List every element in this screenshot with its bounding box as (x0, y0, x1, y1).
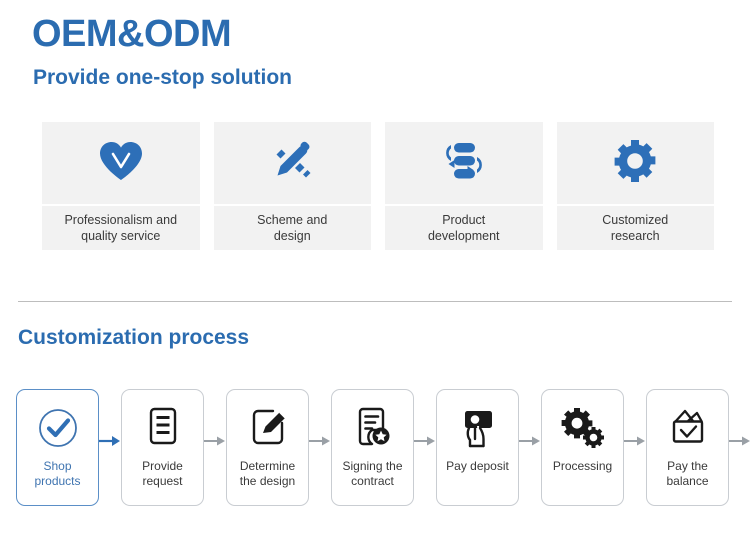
process-arrow-3 (309, 389, 331, 506)
feature-icon-container (213, 122, 371, 204)
step-label-line2: the design (239, 474, 296, 488)
process-section-title: Customization process (18, 326, 250, 349)
process-arrow-4 (414, 389, 436, 506)
step-label-line1: Processing (552, 459, 613, 473)
step-label-line2: balance (666, 474, 709, 488)
section-divider (18, 301, 732, 302)
feature-card-scheme-design[interactable]: Scheme and design (213, 122, 371, 250)
feature-label-container: Professionalism and quality service (42, 206, 200, 250)
feature-label-line1: Professionalism and (64, 213, 178, 227)
pen-pencil-cross-icon (269, 138, 315, 189)
page-title: OEM&ODM (32, 13, 232, 55)
feature-label-line1: Product (442, 213, 486, 227)
feature-card-customized-research[interactable]: Customized research (556, 122, 714, 250)
feature-label-line1: Customized (602, 213, 669, 227)
process-arrow-7 (729, 389, 750, 506)
process-step-provide-request[interactable]: Provide request (121, 389, 204, 506)
process-step-list: Shop products Provide request (16, 389, 750, 506)
feature-label-line2: development (427, 229, 500, 243)
feature-label-line2: research (610, 229, 660, 243)
step-label-line2: products (34, 474, 81, 488)
process-step-signing-contract[interactable]: Signing the contract (331, 389, 414, 506)
feature-label-container: Scheme and design (213, 206, 371, 250)
step-label-line2: request (142, 474, 183, 488)
process-step-pay-balance[interactable]: Pay the balance (646, 389, 729, 506)
feature-label-container: Product development (385, 206, 543, 250)
feature-icon-container (42, 122, 200, 204)
step-label-line1: Shop (43, 459, 72, 473)
process-arrow-1 (99, 389, 121, 506)
feature-label-line2: design (273, 229, 311, 243)
process-step-shop-products[interactable]: Shop products (16, 389, 99, 506)
feature-icon-container (385, 122, 543, 204)
pencil-square-icon (247, 403, 289, 453)
hand-money-icon (456, 403, 500, 453)
feature-card-list: Professionalism and quality service (42, 122, 714, 250)
feature-label-line2: quality service (81, 229, 161, 243)
check-circle-icon (37, 403, 79, 453)
process-arrow-6 (624, 389, 646, 506)
page-subtitle: Provide one-stop solution (33, 66, 293, 89)
feature-label-container: Customized research (556, 206, 714, 250)
feature-label-line1: Scheme and (257, 213, 328, 227)
gear-icon (612, 138, 658, 189)
process-cycle-icon (439, 139, 489, 188)
step-label-line1: Pay the (667, 459, 708, 473)
step-label-line1: Provide (142, 459, 183, 473)
wallet-check-icon (666, 403, 710, 453)
step-label-line1: Pay deposit (446, 459, 509, 473)
heart-check-icon (98, 140, 144, 187)
feature-card-product-development[interactable]: Product development (385, 122, 543, 250)
feature-card-professionalism[interactable]: Professionalism and quality service (42, 122, 200, 250)
step-label-line1: Determine (239, 459, 296, 473)
process-step-processing[interactable]: Processing (541, 389, 624, 506)
process-step-pay-deposit[interactable]: Pay deposit (436, 389, 519, 506)
step-label-line2: contract (351, 474, 394, 488)
contract-star-icon (352, 403, 394, 453)
gears-icon (560, 403, 606, 453)
feature-icon-container (556, 122, 714, 204)
document-lines-icon (143, 403, 183, 453)
process-arrow-2 (204, 389, 226, 506)
step-label-line1: Signing the (342, 459, 403, 473)
process-arrow-5 (519, 389, 541, 506)
process-step-determine-design[interactable]: Determine the design (226, 389, 309, 506)
